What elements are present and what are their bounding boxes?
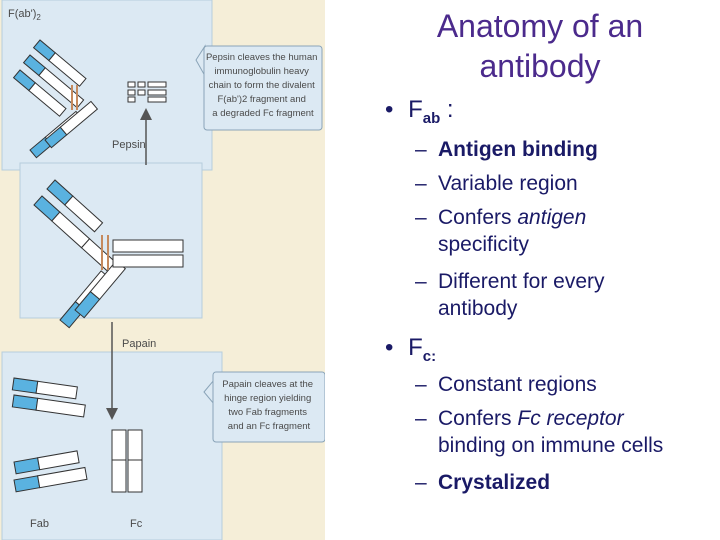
fc-item-1-text: Constant regions	[438, 373, 597, 396]
fc-colon: :	[431, 347, 437, 365]
papain-note-line-2: hinge region yielding	[224, 393, 311, 404]
fab-fragments	[11, 377, 88, 493]
fc-sub-letter: c	[422, 347, 432, 365]
fab-item-3: – Confers antigen specificity	[415, 204, 675, 258]
fab-item-4-c: antibody	[438, 297, 518, 320]
dash: –	[415, 172, 427, 195]
papain-callout-box	[212, 371, 325, 443]
slide-title: Anatomy of an antibody	[395, 6, 685, 86]
fab-item-3-a: Confers	[438, 206, 518, 229]
fab-bullet: • Fab :	[385, 96, 454, 127]
degraded-fc-pieces	[127, 81, 167, 103]
fab-item-3-text: Confers antigen	[415, 204, 675, 231]
fab-item-2: – Variable region	[415, 170, 675, 197]
fc-item-1: – Constant regions	[415, 371, 705, 398]
fc-item-2-b: Fc receptor	[517, 407, 624, 430]
fc-bullet: • Fc:	[385, 334, 436, 365]
dash: –	[415, 270, 427, 293]
papain-note: Papain cleaves at the hinge region yield…	[222, 379, 315, 432]
dash: –	[415, 471, 427, 494]
pepsin-note-line-5: a degraded Fc fragment	[212, 108, 314, 119]
fab-label: Fab	[30, 518, 49, 530]
fab-heading: Fab :	[408, 96, 454, 127]
pepsin-note-line-1: Pepsin cleaves the human	[206, 52, 317, 63]
fab-colon: :	[440, 96, 454, 123]
fc-label: Fc	[130, 518, 143, 530]
fc-item-2: – Confers Fc receptor binding on immune …	[415, 405, 710, 459]
fc-fragment	[111, 429, 143, 493]
fab-letter: F	[408, 96, 423, 123]
pepsin-note-line-4: F(ab')2 fragment and	[217, 94, 305, 105]
pepsin-callout-box	[203, 45, 323, 131]
fab2-fragment	[12, 39, 99, 159]
title-line-2: antibody	[479, 48, 601, 84]
fc-item-2-c: binding on immune cells	[438, 434, 664, 457]
papain-label: Papain	[122, 338, 156, 350]
dash: –	[415, 373, 427, 396]
fab2-label: F(ab')2	[8, 8, 41, 22]
fab-item-4: – Different for every antibody	[415, 268, 675, 322]
fab-item-3-c: specificity	[438, 233, 530, 256]
bullet-dot: •	[385, 334, 394, 361]
intact-antibody	[33, 179, 184, 329]
fab-item-1: – Antigen binding	[415, 136, 675, 163]
fc-item-3-text: Crystalized	[438, 471, 551, 494]
pepsin-label: Pepsin	[112, 139, 146, 151]
fc-subscript: c:	[423, 348, 436, 365]
fc-item-3: – Crystalized	[415, 469, 705, 496]
bullet-dot: •	[385, 96, 394, 123]
fab-subscript: ab	[422, 109, 441, 127]
figure-svg: Pepsin cleaves the human immunoglobulin …	[1, 0, 325, 540]
papain-note-line-3: two Fab fragments	[228, 407, 307, 418]
fab-item-3-b: antigen	[517, 206, 587, 229]
fc-item-2-text: Confers Fc receptor	[415, 405, 710, 432]
pepsin-note: Pepsin cleaves the human immunoglobulin …	[206, 52, 320, 119]
dash: –	[415, 407, 427, 430]
papain-note-line-1: Papain cleaves at the	[222, 379, 313, 390]
dash: –	[415, 138, 427, 161]
fc-letter: F	[408, 334, 423, 361]
title-line-1: Anatomy of an	[436, 8, 644, 44]
fc-heading: Fc:	[408, 334, 436, 365]
antibody-cleavage-figure: Pepsin cleaves the human immunoglobulin …	[0, 0, 325, 540]
pepsin-arrowhead	[140, 108, 152, 120]
papain-note-line-4: and an Fc fragment	[228, 421, 311, 432]
dash: –	[415, 206, 427, 229]
fab-item-4-a: Different for every	[438, 270, 605, 293]
papain-arrowhead	[106, 408, 118, 420]
pepsin-note-line-3: chain to form the divalent	[209, 80, 316, 91]
fab-item-2-text: Variable region	[438, 172, 578, 195]
fab-item-1-text: Antigen binding	[438, 138, 598, 161]
fc-item-2-a: Confers	[438, 407, 518, 430]
pepsin-note-line-2: immunoglobulin heavy	[214, 66, 309, 77]
